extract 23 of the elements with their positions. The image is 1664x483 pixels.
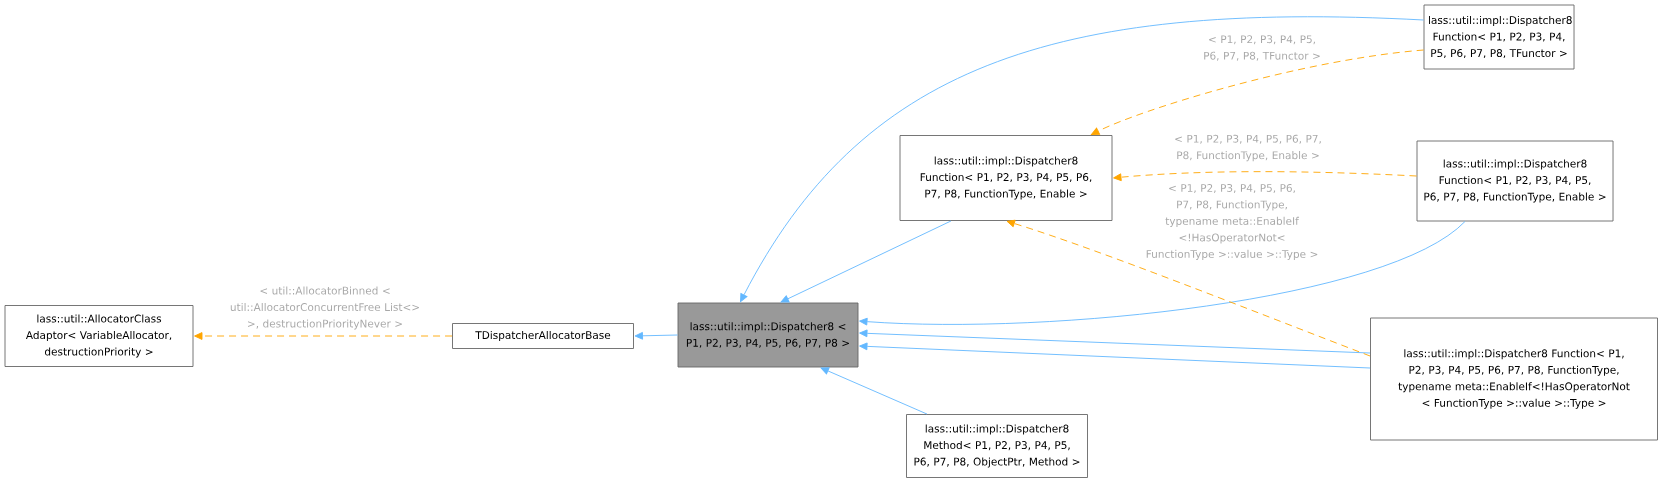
class-box: lass::util::impl::Dispatcher8 Function< P1, P2, P3, P4, P5, P6, P7, P8, FunctionType, typename meta::EnableIf<!HasOperatorNot < FunctionType >::value >::Type > [1370,317,1658,441]
inheritance-arrow [820,367,928,415]
inheritance-arrow [1006,219,1371,357]
inheritance-arrow [859,329,1371,354]
class-box: lass::util::impl::Dispatcher8 Function< P1, P2, P3, P4, P5, P6, P7, P8, FunctionType, Enable > [1416,140,1614,222]
inheritance-arrow [194,332,453,340]
class-box: lass::util::impl::Dispatcher8 Method< P1, P2, P3, P4, P5, P6, P7, P8, ObjectPtr, Method > [906,414,1088,478]
inheritance-arrow [740,16,1424,302]
class-box: TDispatcherAllocatorBase [452,323,634,349]
inheritance-arrow [634,331,678,340]
inheritance-arrow [1091,49,1424,135]
edge-label: < P1, P2, P3, P4, P5, P6, P7, P8, FunctionType, typename meta::EnableIf <!HasOperatorNot< FunctionType >::value >::Type > [1146,184,1318,260]
class-box: lass::util::impl::Dispatcher8 Function< P1, P2, P3, P4, P5, P6, P7, P8, FunctionType, Enable > [899,135,1113,221]
inheritance-arrow [1113,171,1417,182]
edge-label: < P1, P2, P3, P4, P5, P6, P7, P8, FunctionType, Enable > [1175,134,1321,162]
class-box: lass::util::impl::Dispatcher8 Function< P1, P2, P3, P4, P5, P6, P7, P8, TFunctor > [1423,4,1575,70]
edge-label: < util::AllocatorBinned < util::AllocatorConcurrentFree List<> >, destructionPriorityNever > [230,286,419,330]
inheritance-arrow [859,342,1371,369]
edge-label: < P1, P2, P3, P4, P5, P6, P7, P8, TFunctor > [1204,35,1320,61]
class-box: lass::util::impl::Dispatcher8 < P1, P2, P3, P4, P5, P6, P7, P8 > [677,302,859,368]
inheritance-arrow [780,220,952,303]
class-box: lass::util::AllocatorClass Adaptor< VariableAllocator, destructionPriority > [4,305,194,367]
inheritance-arrow [859,221,1466,326]
